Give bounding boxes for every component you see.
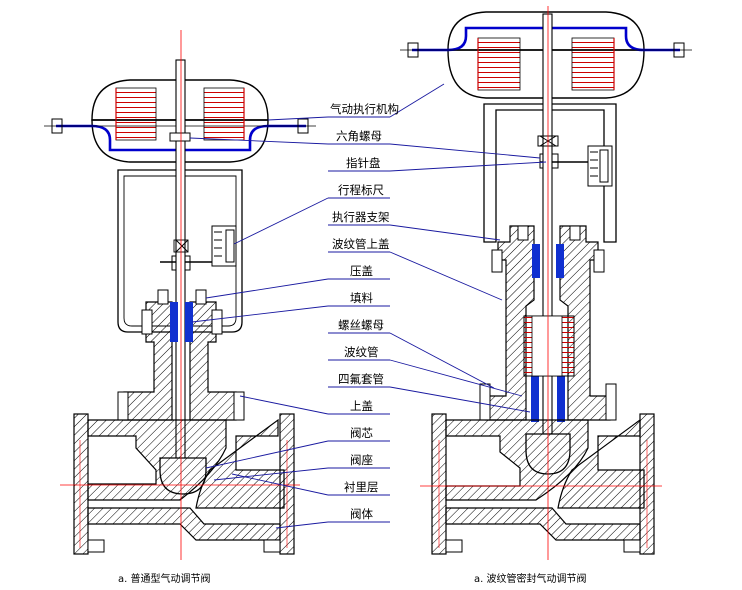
right-actuator bbox=[400, 11, 692, 99]
label-bellows: 波纹管 bbox=[344, 345, 379, 359]
caption-left: a. 普通型气动调节阀 bbox=[118, 572, 211, 585]
part-labels: 气动执行机构 六角螺母 指针盘 行程标尺 执行器支架 波纹管上盖 压盖 填料 螺… bbox=[330, 102, 399, 521]
right-body bbox=[431, 413, 655, 555]
label-valve-plug: 阀芯 bbox=[350, 426, 373, 440]
label-lining: 衬里层 bbox=[344, 480, 379, 494]
left-stem bbox=[175, 59, 186, 461]
label-bellows-cover: 波纹管上盖 bbox=[332, 237, 390, 251]
label-stroke-scale: 行程标尺 bbox=[338, 183, 384, 197]
right-yoke bbox=[483, 103, 617, 243]
left-bonnet bbox=[117, 289, 245, 421]
label-pneumatic-actuator: 气动执行机构 bbox=[330, 102, 399, 116]
label-hex-nut: 六角螺母 bbox=[336, 129, 382, 143]
label-packing: 填料 bbox=[350, 291, 373, 305]
label-bolt-nut: 螺丝螺母 bbox=[338, 318, 384, 332]
leader-lines bbox=[189, 83, 547, 529]
left-body bbox=[73, 413, 295, 555]
label-ptfe-sleeve: 四氟套管 bbox=[338, 372, 384, 386]
label-valve-body: 阀体 bbox=[350, 507, 373, 521]
label-bonnet: 上盖 bbox=[350, 399, 373, 413]
right-bellows-bonnet bbox=[479, 225, 617, 422]
left-actuator bbox=[44, 79, 316, 163]
label-gland: 压盖 bbox=[350, 264, 373, 278]
label-valve-seat: 阀座 bbox=[350, 453, 373, 467]
right-valve bbox=[400, 6, 692, 560]
left-yoke bbox=[117, 169, 243, 333]
label-actuator-yoke: 执行器支架 bbox=[332, 210, 390, 224]
label-pointer-dial: 指针盘 bbox=[346, 156, 381, 170]
left-valve bbox=[44, 30, 316, 560]
caption-right: a. 波纹管密封气动调节阀 bbox=[474, 572, 587, 585]
